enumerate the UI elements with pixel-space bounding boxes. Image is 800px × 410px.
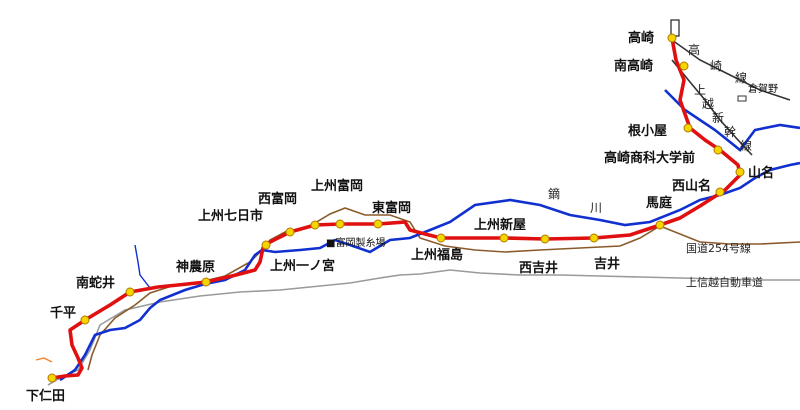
station-dot-maniwa <box>655 220 665 230</box>
station-label-nishi-tomioka: 西富岡 <box>258 191 297 207</box>
station-label-takasaki-shoka: 高崎商科大学前 <box>604 150 695 166</box>
station-dot-kanna-hara <box>201 277 211 287</box>
station-dot-yamana <box>735 167 745 177</box>
station-label-higashi-tomioka: 東富岡 <box>372 200 411 216</box>
station-dot-takasaki-shoka <box>713 145 723 155</box>
station-label-takasaki: 高崎 <box>628 30 654 46</box>
station-dot-joshu-fukushima <box>436 233 446 243</box>
route254-line <box>87 207 800 371</box>
route254-label: 国道254号線 <box>686 241 751 255</box>
takasaki-line-line <box>671 39 791 101</box>
tomioka-silk-mill-label: ■富岡製糸場 <box>326 236 385 249</box>
station-dot-negoya <box>683 123 693 133</box>
joetsu-shinkansen-line <box>671 59 753 156</box>
station-dot-yoshii <box>589 233 599 243</box>
station-markers <box>47 33 745 383</box>
station-label-senbira: 千平 <box>50 305 76 321</box>
station-label-shimonita: 下仁田 <box>26 388 65 404</box>
station-label-maniwa: 馬庭 <box>646 195 673 211</box>
joetsu-shinkansen-label: 上 越 新 幹 線 <box>694 83 752 153</box>
station-label-kanna-hara: 神農原 <box>176 259 215 275</box>
station-label-nishi-yoshii: 西吉井 <box>519 260 558 276</box>
station-label-joshu-fukushima: 上州福島 <box>411 247 463 263</box>
station-dot-minami-takasaki <box>679 61 689 71</box>
joshinetsu-expressway-line <box>47 269 800 386</box>
station-dot-joshu-ichinomiya <box>261 240 271 250</box>
station-label-yamana: 山名 <box>748 165 774 181</box>
station-dot-joshu-nanokaichi <box>285 227 295 237</box>
kabura-river-char-0: 鏑 <box>548 186 560 201</box>
station-dot-joshu-tomioka <box>335 219 345 229</box>
joshin-railway-line <box>50 36 742 380</box>
station-label-joshu-nanokaichi: 上州七日市 <box>198 208 263 224</box>
station-label-minami-takasaki: 南高崎 <box>614 58 653 74</box>
station-label-negoya: 根小屋 <box>628 123 667 139</box>
kuragano-marker <box>737 95 747 102</box>
shimonita-accent-line <box>35 357 53 363</box>
station-labels: 高崎 南高崎 根小屋 高崎商科大学前 山名 西山名 馬庭 吉井 西吉井 上州新屋… <box>26 30 774 404</box>
kabura-river-char-1: 川 <box>590 201 602 215</box>
station-label-joshu-niiya: 上州新屋 <box>474 217 526 233</box>
kabura-river-label: 鏑 川 <box>548 186 602 215</box>
kuragano-label: 倉賀野 <box>748 82 778 95</box>
station-dot-nishi-yoshii <box>540 234 550 244</box>
station-dot-takasaki <box>667 33 677 43</box>
kabura-river-line <box>59 161 800 382</box>
joetsu-shinkansen-char-1: 越 <box>702 97 714 111</box>
takasaki-line-char-0: 高 <box>688 42 700 57</box>
joetsu-shinkansen-char-4: 線 <box>740 138 752 153</box>
station-dot-higashi-tomioka <box>373 219 383 229</box>
takasaki-line-label: 高 崎 線 <box>688 42 747 85</box>
station-label-joshu-tomioka: 上州富岡 <box>311 178 363 194</box>
joetsu-shinkansen-char-0: 上 <box>694 83 706 97</box>
takasaki-line-char-2: 線 <box>735 70 747 85</box>
station-dot-senbira <box>80 315 90 325</box>
station-label-yoshii: 吉井 <box>594 256 620 272</box>
joetsu-shinkansen-char-3: 幹 <box>724 124 736 139</box>
station-label-nishi-yamana: 西山名 <box>672 178 711 194</box>
station-dot-shimonita <box>47 373 57 383</box>
station-dot-nanjai <box>125 287 135 297</box>
station-dot-nishi-yamana <box>715 187 725 197</box>
station-label-nanjai: 南蛇井 <box>76 275 115 291</box>
joetsu-shinkansen-char-2: 新 <box>712 110 724 125</box>
takasaki-line-char-1: 崎 <box>710 59 722 73</box>
station-label-joshu-ichinomiya: 上州一ノ宮 <box>270 258 335 274</box>
joshinetsu-expressway-label: 上信越自動車道 <box>686 275 763 289</box>
tributary-river-line <box>134 244 151 289</box>
station-dot-joshu-niiya <box>499 233 509 243</box>
station-dot-nishi-tomioka <box>310 220 320 230</box>
